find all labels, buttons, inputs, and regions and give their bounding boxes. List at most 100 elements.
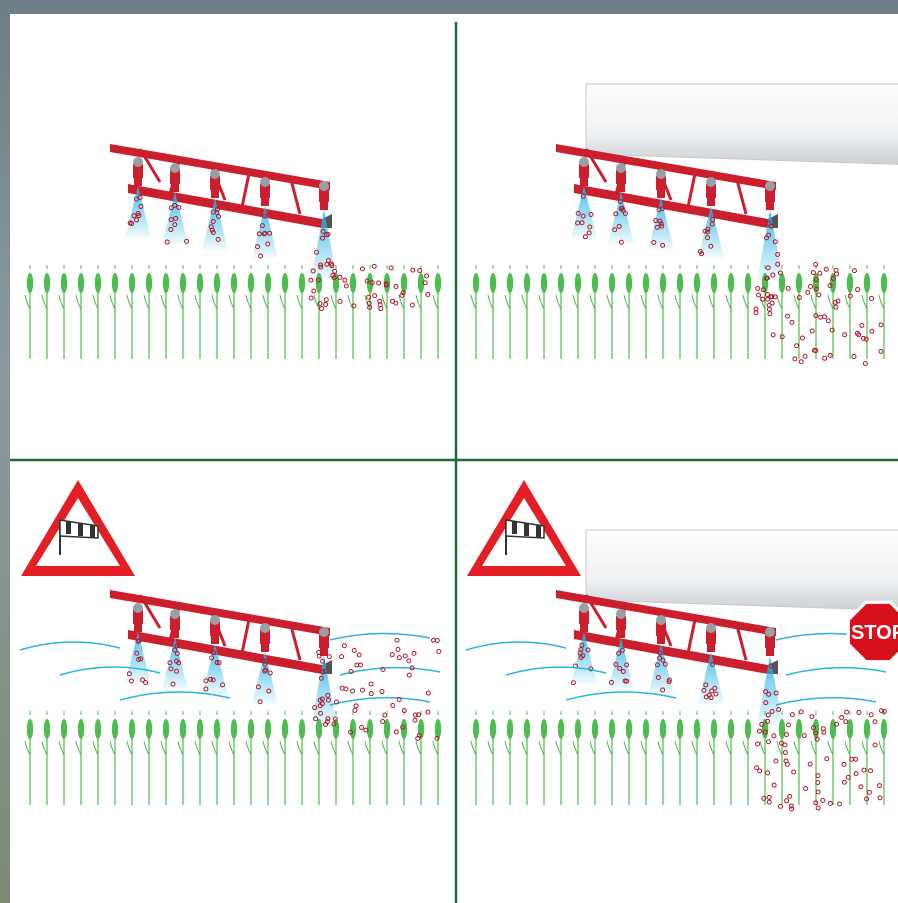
droplet bbox=[772, 734, 776, 738]
wheat-plant bbox=[794, 711, 802, 805]
spray-nozzle bbox=[656, 169, 666, 198]
droplet bbox=[873, 720, 877, 724]
wheat-plant bbox=[416, 265, 424, 359]
wheat-plant bbox=[556, 265, 564, 359]
wheat-plant bbox=[726, 711, 734, 805]
wheat-plant bbox=[522, 711, 530, 805]
droplet bbox=[809, 284, 813, 288]
spray-nozzle bbox=[170, 609, 180, 638]
droplet bbox=[412, 651, 416, 655]
wheat-plant bbox=[539, 711, 547, 805]
wheat-plant bbox=[416, 711, 424, 805]
droplet bbox=[878, 784, 882, 788]
wheat-plant bbox=[709, 711, 717, 805]
droplet bbox=[870, 329, 874, 333]
wheat-plant bbox=[743, 711, 751, 805]
droplet bbox=[426, 293, 430, 297]
droplet bbox=[757, 729, 761, 733]
wheat-plant bbox=[382, 711, 390, 805]
droplet bbox=[324, 302, 328, 306]
droplet bbox=[397, 656, 401, 660]
droplet bbox=[360, 725, 364, 729]
wheat-plant bbox=[348, 711, 356, 805]
droplet bbox=[803, 354, 807, 358]
spray-nozzle bbox=[260, 177, 270, 206]
wheat-plant bbox=[726, 265, 734, 359]
droplet bbox=[389, 266, 393, 270]
droplet bbox=[783, 751, 787, 755]
stop-sign-icon: STOP bbox=[848, 602, 898, 661]
wheat-plant bbox=[658, 265, 666, 359]
droplet bbox=[768, 312, 772, 316]
droplet bbox=[342, 644, 346, 648]
stop-sign-label: STOP bbox=[851, 622, 898, 644]
panel-standard bbox=[25, 144, 441, 359]
droplet bbox=[826, 319, 830, 323]
wheat-plant bbox=[59, 265, 67, 359]
droplet bbox=[418, 269, 422, 273]
spray-fans bbox=[571, 186, 783, 280]
droplet bbox=[867, 790, 871, 794]
spray-nozzle bbox=[706, 623, 716, 652]
wheat-plant bbox=[590, 711, 598, 805]
droplet bbox=[327, 655, 331, 659]
droplet bbox=[818, 271, 822, 275]
wind-arrow bbox=[330, 633, 430, 640]
droplet bbox=[413, 718, 417, 722]
wheat-plant bbox=[879, 265, 887, 359]
sprayer-diagram: STOP bbox=[10, 14, 898, 903]
wheat-plant bbox=[433, 265, 441, 359]
wheat-plant bbox=[280, 265, 288, 359]
wind-arrows bbox=[466, 633, 886, 705]
wind-arrow bbox=[330, 698, 430, 705]
wheat-plant bbox=[709, 265, 717, 359]
droplet bbox=[823, 315, 827, 319]
wheat-plant bbox=[365, 711, 373, 805]
droplet bbox=[403, 654, 407, 658]
wheat-plant bbox=[59, 711, 67, 805]
wheat-plant bbox=[641, 265, 649, 359]
wheat-plant bbox=[195, 265, 203, 359]
droplet bbox=[816, 790, 820, 794]
droplet bbox=[309, 296, 313, 300]
wind-arrow bbox=[340, 668, 440, 675]
wheat-plant bbox=[110, 265, 118, 359]
wheat-plant bbox=[590, 265, 598, 359]
droplet bbox=[793, 357, 797, 361]
droplet bbox=[802, 734, 806, 738]
droplet bbox=[767, 800, 771, 804]
wheat-crop bbox=[471, 265, 887, 359]
droplet bbox=[391, 299, 395, 303]
wheat-plant bbox=[144, 265, 152, 359]
droplet bbox=[842, 780, 846, 784]
droplet bbox=[377, 281, 381, 285]
droplet bbox=[879, 349, 883, 353]
spray-nozzle bbox=[579, 157, 589, 186]
spray-nozzle bbox=[765, 181, 775, 210]
wheat-plant bbox=[263, 711, 271, 805]
wheat-plant bbox=[297, 711, 305, 805]
droplet bbox=[767, 795, 771, 799]
droplet bbox=[854, 757, 858, 761]
droplet bbox=[784, 733, 788, 737]
droplet bbox=[426, 691, 430, 695]
spray-nozzle bbox=[579, 603, 589, 632]
wheat-plant bbox=[229, 711, 237, 805]
wheat-plant bbox=[42, 265, 50, 359]
panel-shielded bbox=[471, 84, 898, 365]
droplet bbox=[425, 274, 429, 278]
wheat-plant bbox=[811, 711, 819, 805]
droplet bbox=[756, 287, 760, 291]
droplet bbox=[778, 804, 782, 808]
spray-nozzle bbox=[210, 169, 220, 198]
wheat-plant bbox=[488, 265, 496, 359]
spray-nozzle bbox=[133, 157, 143, 186]
droplet bbox=[767, 307, 771, 311]
wheat-plant bbox=[280, 711, 288, 805]
wheat-plant bbox=[25, 265, 33, 359]
droplet bbox=[372, 264, 376, 268]
spray-nozzle bbox=[616, 609, 626, 638]
panel-wind-drift bbox=[20, 480, 441, 805]
wheat-plant bbox=[382, 265, 390, 359]
droplet bbox=[816, 806, 820, 810]
